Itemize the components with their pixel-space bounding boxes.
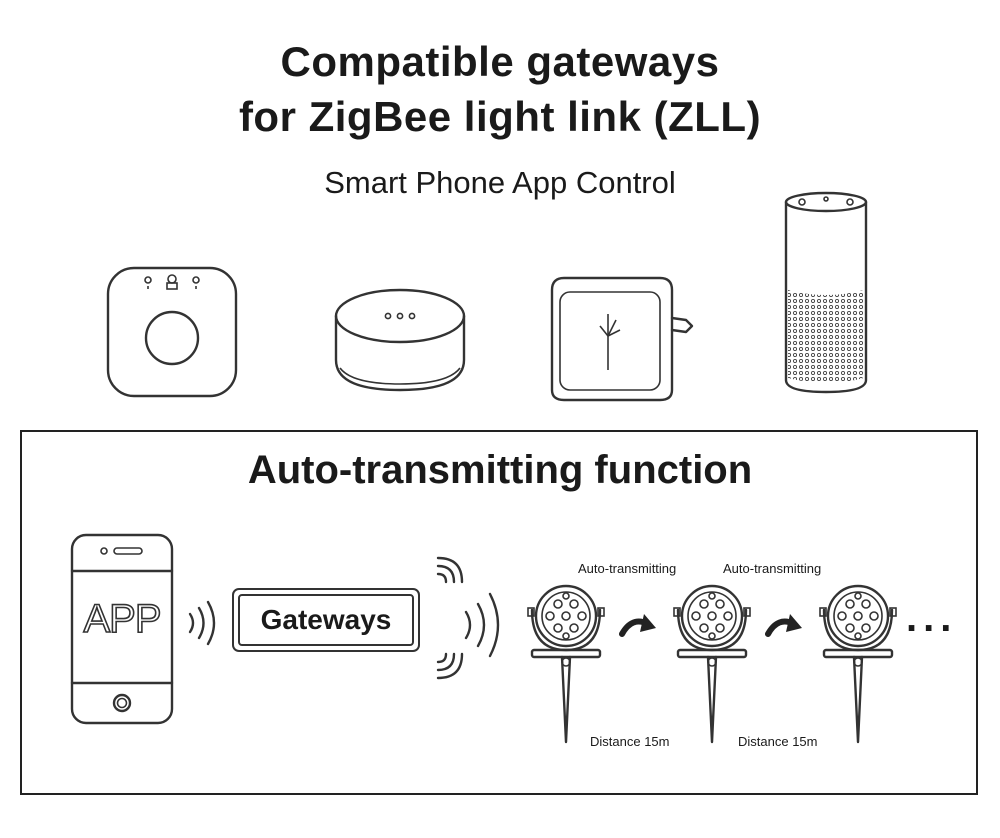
- continuation-ellipsis: ...: [906, 596, 958, 640]
- auto-transmitting-panel: [20, 430, 978, 795]
- relay-label: Auto-transmitting: [723, 561, 822, 576]
- gateway-box: [232, 588, 420, 652]
- page-title-line2: for ZigBee light link (ZLL): [238, 93, 762, 140]
- signal-waves-icon: [436, 652, 464, 680]
- gateway-label: Gateways: [238, 594, 414, 646]
- relay-label: Auto-transmitting: [578, 561, 677, 576]
- page-title-line1: Compatible gateways: [280, 38, 720, 85]
- hue-bridge-icon: [106, 266, 238, 398]
- panel-title: Auto-transmitting function: [247, 448, 753, 492]
- signal-waves-icon: [436, 556, 464, 584]
- smart-speaker-icon: [784, 191, 868, 394]
- smart-hub-icon: [334, 288, 466, 392]
- page-subtitle: Smart Phone App Control: [324, 165, 676, 200]
- garden-spotlight-icon: [673, 584, 751, 744]
- garden-spotlight-icon: [527, 584, 605, 744]
- curved-arrow-icon: [765, 614, 802, 637]
- garden-spotlight-icon: [819, 584, 897, 744]
- signal-waves-icon: [188, 600, 216, 646]
- smartphone-icon: [70, 533, 174, 725]
- app-label: APP: [83, 596, 163, 642]
- distance-label: Distance 15m: [738, 734, 818, 749]
- curved-arrow-icon: [619, 614, 656, 637]
- plug-in-gateway-icon: [550, 276, 694, 402]
- distance-label: Distance 15m: [590, 734, 670, 749]
- signal-waves-icon: [464, 592, 500, 658]
